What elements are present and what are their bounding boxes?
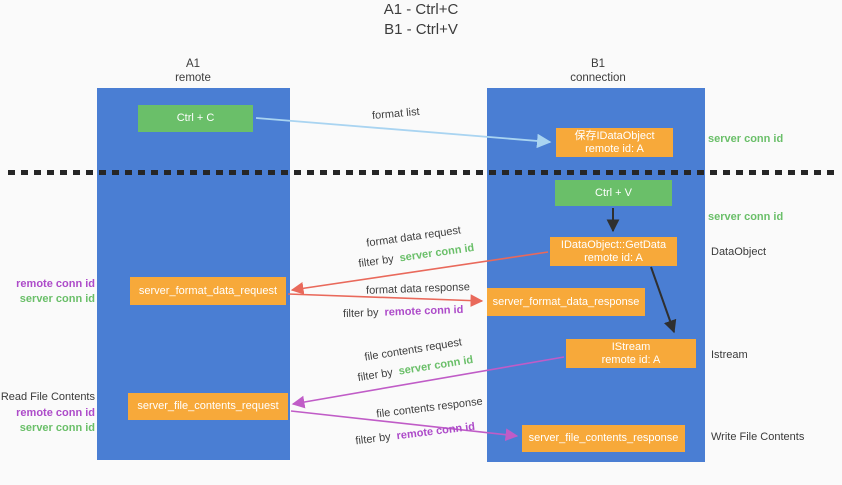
format-list-text: format list <box>371 105 421 123</box>
format-data-response-label: format data response <box>366 281 470 297</box>
filter-by-remote-conn-id-label-1: filter by remote conn id <box>343 304 464 320</box>
lane-header-a1: A1 remote <box>123 57 263 85</box>
node-istream-line1: IStream <box>611 340 651 353</box>
filter-by-text: filter by <box>342 306 379 321</box>
filter-by-text: filter by <box>356 366 394 385</box>
node-server-file-contents-request: server_file_contents_request <box>128 393 288 420</box>
filter-by-text: filter by <box>354 431 392 448</box>
server-conn-id-text: server conn id <box>397 353 474 378</box>
node-istream: IStream remote id: A <box>566 339 696 368</box>
dashed-divider <box>8 170 838 175</box>
title-line-2: B1 - Ctrl+V <box>384 21 458 38</box>
title-line-1: A1 - Ctrl+C <box>383 1 459 18</box>
lane-a1-name: A1 <box>185 58 201 70</box>
node-ctrl-c-label: Ctrl + C <box>176 112 215 124</box>
node-save-dataobject-line1: 保存IDataObject <box>574 129 655 142</box>
node-server-format-data-response-label: server_format_data_response <box>492 295 640 308</box>
file-contents-response-label: file contents response <box>376 396 484 421</box>
istream-side-label: Istream <box>711 349 748 361</box>
server-conn-id-right-top: server conn id <box>708 133 784 145</box>
node-getdata-line1: IDataObject::GetData <box>560 238 667 251</box>
filter-by-remote-conn-id-label-2: filter by remote conn id <box>355 421 476 448</box>
lane-b1-subtitle: connection <box>570 72 626 84</box>
filter-by-text: filter by <box>357 253 395 271</box>
node-server-format-data-response: server_format_data_response <box>487 288 645 316</box>
node-server-format-data-request-label: server_format_data_request <box>138 284 278 297</box>
remote-conn-id-text: remote conn id <box>384 303 464 319</box>
remote-conn-id-left-2: remote conn id <box>16 407 95 419</box>
server-conn-id-left-1: server conn id <box>19 293 95 305</box>
remote-conn-id-left-1: remote conn id <box>16 278 95 290</box>
node-ctrl-c: Ctrl + C <box>138 105 253 132</box>
file-contents-response-text: file contents response <box>375 395 484 421</box>
node-save-dataobject-line2: remote id: A <box>585 142 644 155</box>
lane-header-b1: B1 connection <box>528 57 668 85</box>
node-server-format-data-request: server_format_data_request <box>130 277 286 305</box>
server-conn-id-right-mid: server conn id <box>708 211 784 223</box>
node-getdata-line2: remote id: A <box>584 251 643 264</box>
node-server-file-contents-request-label: server_file_contents_request <box>137 400 279 412</box>
format-list-label: format list <box>372 106 421 122</box>
server-conn-id-left-2: server conn id <box>19 422 95 434</box>
node-istream-line2: remote id: A <box>601 353 661 366</box>
node-server-file-contents-response-label: server_file_contents_response <box>528 432 679 444</box>
node-getdata: IDataObject::GetData remote id: A <box>550 237 677 266</box>
node-ctrl-v-label: Ctrl + V <box>595 186 632 199</box>
read-file-contents-label: Read File Contents <box>0 391 95 403</box>
format-data-response-text: format data response <box>365 281 471 297</box>
node-server-file-contents-response: server_file_contents_response <box>522 425 685 452</box>
lane-a1-subtitle: remote <box>175 72 211 84</box>
node-save-dataobject: 保存IDataObject remote id: A <box>556 128 673 157</box>
diagram-title: A1 - Ctrl+C B1 - Ctrl+V <box>0 0 842 40</box>
dataobject-side-label: DataObject <box>711 246 767 258</box>
server-conn-id-text: server conn id <box>398 241 476 265</box>
lane-b1-name: B1 <box>590 58 606 70</box>
remote-conn-id-text: remote conn id <box>395 420 476 443</box>
node-ctrl-v: Ctrl + V <box>555 180 672 206</box>
write-file-contents-label: Write File Contents <box>711 431 805 443</box>
